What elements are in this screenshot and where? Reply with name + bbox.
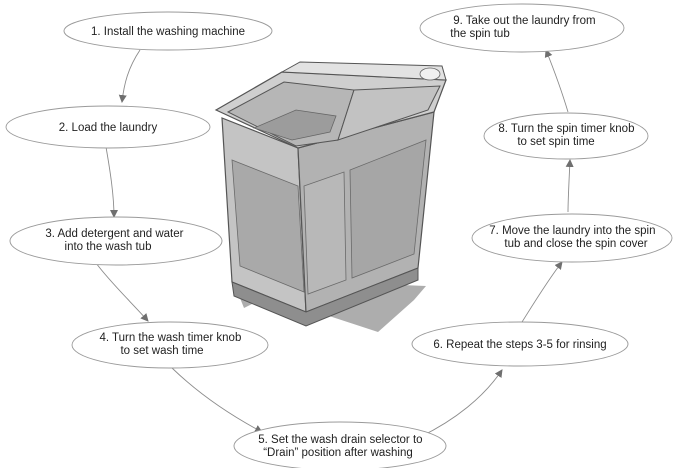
step-3-line-2: into the wash tub [65, 241, 152, 253]
machine-base [231, 267, 419, 327]
step-6: 6. Repeat the steps 3-5 for rinsing [411, 321, 629, 367]
step-7-ellipse [471, 213, 673, 263]
svg-text:6. Repeat the steps 3-5 for ri: 6. Repeat the steps 3-5 for rinsing [433, 339, 606, 351]
step-3: 3. Add detergent and water into the wash… [9, 216, 223, 266]
step-5-ellipse [233, 421, 447, 468]
step-4: 4. Turn the wash timer knob to set wash … [71, 321, 269, 369]
step-3-line-1: 3. Add detergent and water [45, 228, 183, 240]
step-7-line-1: 7. Move the laundry into the spin [489, 225, 655, 237]
svg-text:7. Move the laundry into the s: 7. Move the laundry into the spin tub an… [489, 225, 658, 250]
step-9: 9. Take out the laundry from the spin tu… [419, 3, 625, 53]
arrow-3-to-4 [95, 262, 149, 322]
step-9-line-2: the spin tub [450, 28, 509, 40]
arrow-2-to-3 [105, 146, 118, 218]
step-9-line-1: 9. Take out the laundry from [453, 15, 595, 27]
step-6-line-1: 6. Repeat the steps 3-5 for rinsing [433, 339, 606, 351]
step-8: 8. Turn the spin timer knob to set spin … [483, 112, 649, 160]
machine-panel-left [231, 159, 305, 293]
step-9-ellipse [419, 3, 625, 53]
step-8-ellipse [483, 112, 649, 160]
step-5-line-1: 5. Set the wash drain selector to [258, 434, 422, 446]
svg-text:2. Load the laundry: 2. Load the laundry [59, 122, 158, 134]
step-1: 1. Install the washing machine [63, 11, 273, 51]
flow-arrows [95, 49, 574, 438]
twin-tub-washing-machine-icon [214, 61, 447, 332]
step-4-line-2: to set wash time [120, 345, 203, 357]
step-7-line-2: tub and close the spin cover [504, 238, 647, 250]
machine-knob-left [419, 67, 441, 81]
step-1-line-1: 1. Install the washing machine [91, 26, 245, 38]
svg-text:3. Add detergent and water: 3. Add detergent and water into the wash… [45, 228, 186, 253]
machine-panel-right [349, 139, 427, 279]
step-6-ellipse [411, 321, 629, 367]
arrow-5-to-6 [419, 369, 503, 438]
step-2-ellipse [5, 105, 211, 149]
machine-panel-mid [303, 171, 347, 295]
machine-control-panel [280, 61, 447, 81]
step-8-line-1: 8. Turn the spin timer knob [498, 123, 634, 135]
svg-text:8. Turn the spin timer knob: 8. Turn the spin timer knob to set spin … [498, 123, 637, 148]
arrow-6-to-7 [521, 261, 563, 323]
step-3-ellipse [9, 216, 223, 266]
svg-text:1. Install the washing machine: 1. Install the washing machine [91, 26, 245, 38]
step-2: 2. Load the laundry [5, 105, 211, 149]
step-8-line-2: to set spin time [517, 136, 594, 148]
step-1-ellipse [63, 11, 273, 51]
arrow-4-to-5 [171, 367, 263, 433]
step-4-line-1: 4. Turn the wash timer knob [99, 332, 241, 344]
step-5-line-2: “Drain” position after washing [263, 447, 413, 459]
svg-text:9. Take out the laundry from: 9. Take out the laundry from the spin tu… [450, 15, 599, 40]
step-5: 5. Set the wash drain selector to “Drain… [233, 421, 447, 468]
arrow-8-to-9 [544, 49, 569, 113]
arrow-7-to-8 [565, 159, 574, 213]
arrow-1-to-2 [118, 49, 141, 103]
svg-text:5. Set the wash drain selector: 5. Set the wash drain selector to “Drain… [258, 434, 426, 459]
svg-text:4. Turn the wash timer knob: 4. Turn the wash timer knob to set wash … [99, 332, 244, 357]
step-4-ellipse [71, 321, 269, 369]
step-2-line-1: 2. Load the laundry [59, 122, 158, 134]
machine-wash-lid-handle [252, 109, 337, 141]
step-7: 7. Move the laundry into the spin tub an… [471, 213, 673, 263]
machine-spin-lid [337, 85, 441, 141]
